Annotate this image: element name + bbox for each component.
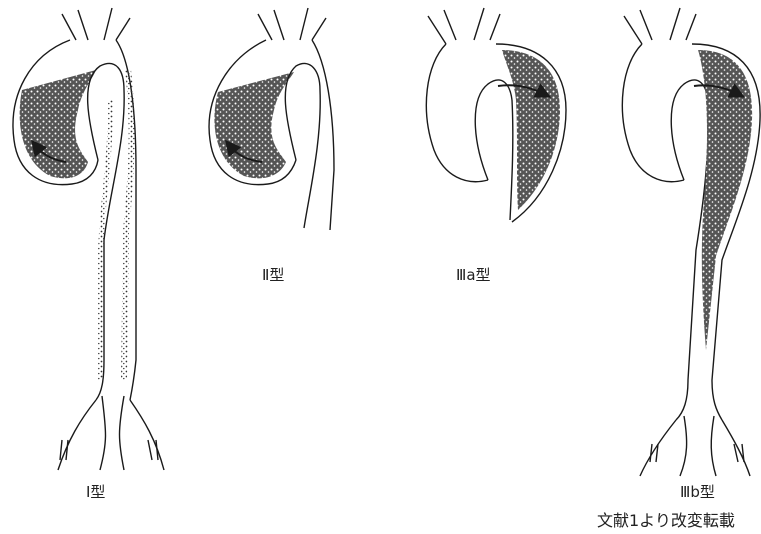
type-1-iliac-ticks — [60, 440, 158, 460]
type-1-true-lumen-arch — [88, 63, 124, 160]
type-3a-aorta — [426, 8, 566, 222]
type-1-arch-branches — [62, 8, 130, 40]
type-2-aorta — [209, 8, 334, 230]
type-3a-arch-branches — [428, 8, 500, 44]
type-3b-iliac-branches — [640, 416, 750, 476]
type-1-aorta — [13, 8, 164, 470]
type-2-label: Ⅱ型 — [262, 268, 284, 283]
type-3b-arch-branches — [624, 8, 696, 44]
type-2-false-lumen-ascending — [214, 72, 294, 178]
type-2-descending-inner — [304, 90, 320, 228]
type-2-true-lumen-arch — [285, 63, 320, 160]
type-1-iliac-branches — [58, 396, 164, 470]
type-3b-ascending-wall — [622, 44, 684, 182]
type-1-false-lumen-ascending — [20, 70, 96, 178]
type-3b-aorta — [622, 8, 760, 476]
type-2-descending-outer — [312, 40, 334, 230]
type-3a-ascending-wall — [426, 44, 488, 182]
source-note: 文献1より改変転載 — [597, 513, 735, 529]
type-1-label: Ⅰ型 — [86, 485, 105, 500]
type-3a-false-lumen — [502, 50, 560, 210]
type-3a-descending-inner — [510, 100, 513, 220]
type-3b-label: Ⅲb型 — [680, 485, 715, 500]
type-3b-true-lumen-arch — [671, 80, 708, 180]
type-3b-iliac-ticks — [650, 444, 744, 462]
type-3a-label: Ⅲa型 — [456, 268, 491, 283]
type-2-arch-branches — [258, 8, 326, 40]
type-1-dissection-descending — [124, 70, 132, 380]
type-3a-true-lumen-arch — [475, 80, 512, 180]
type-1-dissection-inner — [100, 100, 110, 380]
